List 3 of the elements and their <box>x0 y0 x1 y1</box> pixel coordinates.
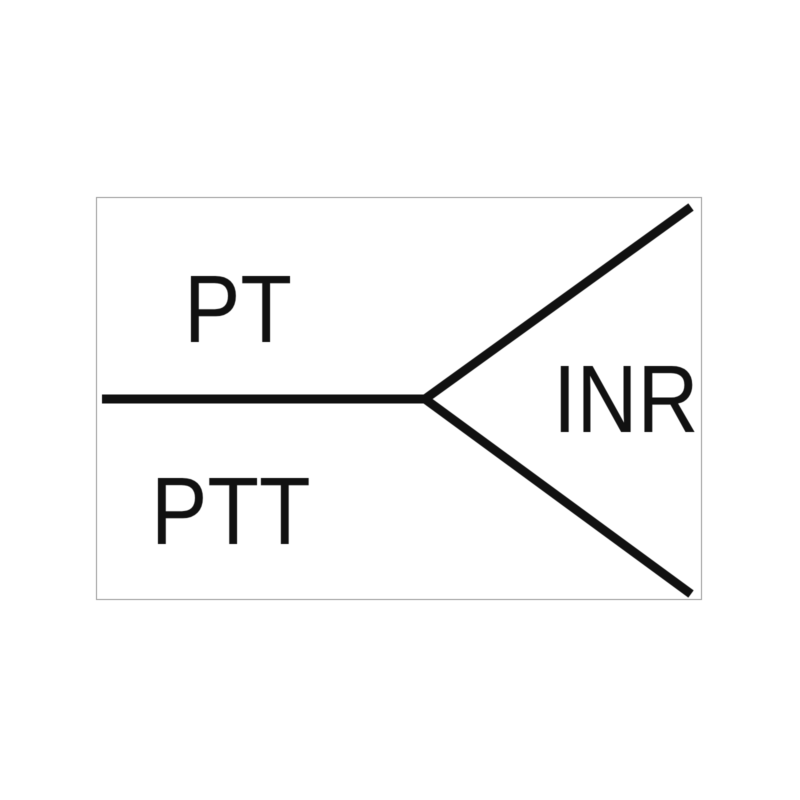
test-label: INR <box>553 352 698 448</box>
test-label: PT <box>184 262 292 358</box>
test-label: PTT <box>151 464 311 560</box>
